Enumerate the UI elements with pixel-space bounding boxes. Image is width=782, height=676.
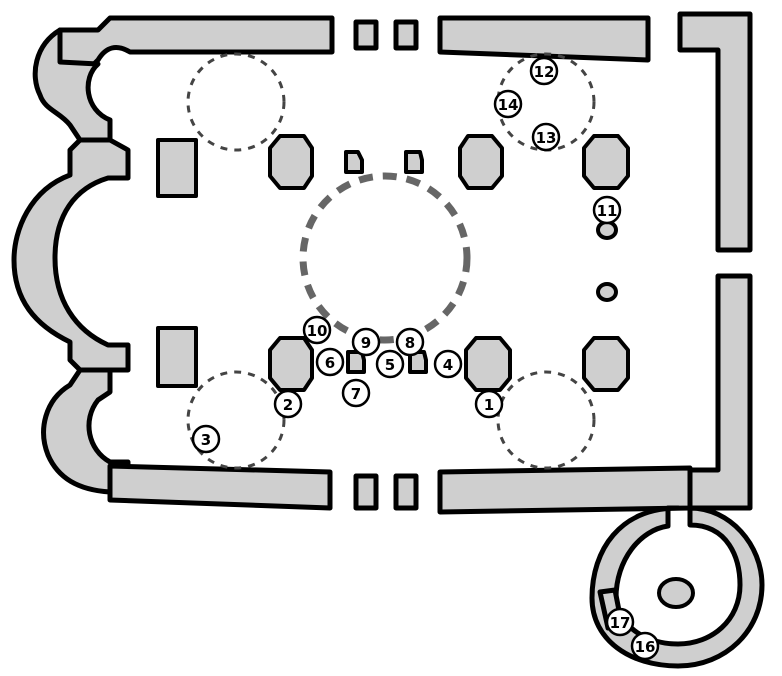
pier-n-small-1 bbox=[344, 150, 364, 174]
marker-circle bbox=[474, 389, 504, 419]
marker-label: 16 bbox=[635, 638, 656, 656]
marker-10: 10 bbox=[302, 315, 332, 345]
marker-1: 1 bbox=[474, 389, 504, 419]
pier-south-1 bbox=[353, 473, 379, 511]
marker-circle bbox=[493, 89, 523, 119]
central-dome bbox=[299, 172, 471, 344]
marker-8: 8 bbox=[395, 327, 425, 357]
marker-6: 6 bbox=[315, 347, 345, 377]
marker-label: 4 bbox=[443, 356, 453, 374]
marker-circle bbox=[630, 631, 660, 661]
marker-label: 14 bbox=[498, 96, 519, 114]
wall-south-east bbox=[437, 465, 693, 515]
marker-11: 11 bbox=[592, 195, 622, 225]
marker-label: 1 bbox=[484, 396, 494, 414]
marker-2: 2 bbox=[273, 389, 303, 419]
wall-west-central-apse bbox=[11, 137, 131, 373]
marker-circle bbox=[191, 424, 221, 454]
marker-circle bbox=[341, 378, 371, 408]
marker-12: 12 bbox=[529, 56, 559, 86]
marker-circle bbox=[395, 327, 425, 357]
marker-4: 4 bbox=[433, 349, 463, 379]
tower-center-pier bbox=[657, 577, 695, 609]
marker-label: 3 bbox=[201, 431, 211, 449]
marker-circle bbox=[375, 349, 405, 379]
marker-9: 9 bbox=[351, 327, 381, 357]
marker-circle bbox=[433, 349, 463, 379]
pier-n-small-2 bbox=[404, 150, 424, 174]
marker-circle bbox=[315, 347, 345, 377]
marker-circle bbox=[351, 327, 381, 357]
wall-south-west-apse bbox=[41, 367, 131, 495]
marker-17: 17 bbox=[605, 607, 635, 637]
marker-label: 2 bbox=[283, 396, 293, 414]
pier-nw-large bbox=[156, 138, 198, 198]
marker-label: 9 bbox=[361, 334, 371, 352]
marker-label: 8 bbox=[405, 334, 415, 352]
marker-14: 14 bbox=[493, 89, 523, 119]
marker-label: 11 bbox=[597, 202, 618, 220]
wall-east-south bbox=[687, 273, 753, 511]
dome-south-east bbox=[496, 370, 596, 470]
marker-circle bbox=[605, 607, 635, 637]
pier-n-1 bbox=[268, 134, 314, 190]
wall-west-apses bbox=[32, 27, 113, 143]
wall-east-north bbox=[677, 11, 753, 253]
marker-circle bbox=[302, 315, 332, 345]
column-east-2 bbox=[596, 282, 618, 302]
pier-ne bbox=[582, 134, 630, 190]
pier-s-2 bbox=[464, 336, 512, 392]
column-east-1 bbox=[596, 220, 618, 240]
dome-north-west bbox=[186, 52, 286, 152]
marker-16: 16 bbox=[630, 631, 660, 661]
dome-south-west bbox=[186, 370, 286, 470]
marker-3: 3 bbox=[191, 424, 221, 454]
wall-north-west bbox=[57, 15, 335, 73]
marker-label: 5 bbox=[385, 356, 395, 374]
marker-circle bbox=[592, 195, 622, 225]
pier-north-2 bbox=[393, 19, 419, 51]
pier-se bbox=[582, 336, 630, 392]
pier-s-1 bbox=[268, 336, 314, 392]
marker-label: 7 bbox=[351, 385, 361, 403]
marker-circle bbox=[531, 122, 561, 152]
marker-circle bbox=[273, 389, 303, 419]
marker-label: 13 bbox=[536, 129, 557, 147]
pier-south-2 bbox=[393, 473, 419, 511]
marker-13: 13 bbox=[531, 122, 561, 152]
wall-north-east bbox=[437, 15, 651, 63]
marker-7: 7 bbox=[341, 378, 371, 408]
marker-5: 5 bbox=[375, 349, 405, 379]
pier-s-small-2 bbox=[408, 350, 428, 374]
marker-label: 6 bbox=[325, 354, 335, 372]
marker-label: 12 bbox=[534, 63, 555, 81]
pier-north-1 bbox=[353, 19, 379, 51]
pier-n-2 bbox=[458, 134, 504, 190]
marker-label: 10 bbox=[307, 322, 328, 340]
pier-sw-large bbox=[156, 326, 198, 388]
wall-south-west bbox=[107, 463, 333, 511]
marker-label: 17 bbox=[610, 614, 631, 632]
marker-circle bbox=[529, 56, 559, 86]
